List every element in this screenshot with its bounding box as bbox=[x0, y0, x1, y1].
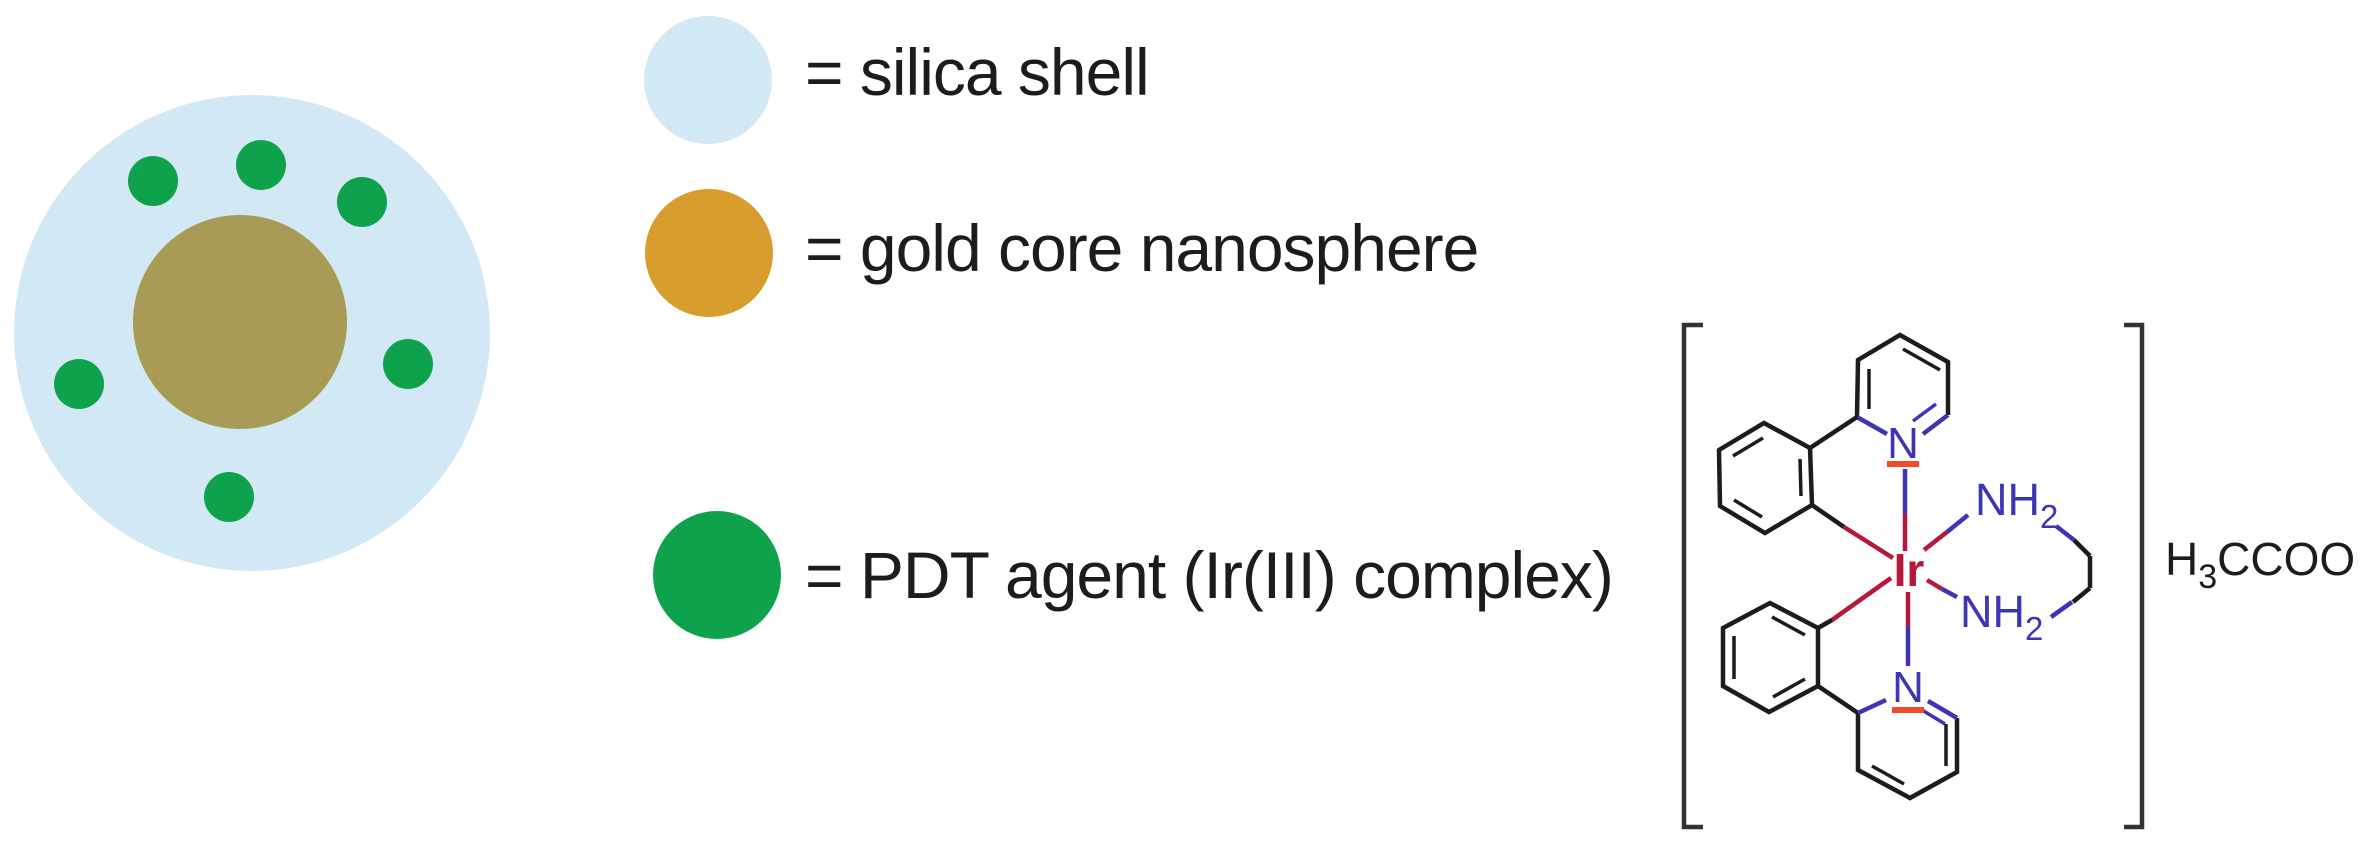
top-pyridine-ring bbox=[1854, 332, 1951, 436]
pdt-agent-dot bbox=[128, 156, 178, 206]
en-bridge bbox=[2049, 524, 2093, 619]
legend-label-silica: = silica shell bbox=[805, 35, 1150, 109]
nitrogen-label-top: N bbox=[1887, 419, 1919, 468]
left-bracket bbox=[1681, 322, 1703, 830]
legend-label-pdt: = PDT agent (Ir(III) complex) bbox=[805, 538, 1614, 612]
legend-swatch-gold bbox=[645, 189, 773, 317]
bottom-biaryl-bond bbox=[1816, 684, 1860, 715]
bottom-pyridine-ring bbox=[1855, 697, 1960, 801]
pdt-agent-dot bbox=[337, 177, 387, 227]
amine-label-bottom: NH2 bbox=[1960, 586, 2043, 647]
top-phenyl-ring bbox=[1716, 420, 1815, 536]
legend-swatch-pdt bbox=[653, 511, 781, 639]
ir-coordination-bonds bbox=[1810, 461, 1970, 713]
right-bracket bbox=[2124, 322, 2145, 830]
amine-label-top: NH2 bbox=[1975, 474, 2058, 535]
dative-bond-mark-top bbox=[1887, 461, 1919, 467]
legend-label-gold: = gold core nanosphere bbox=[805, 211, 1479, 285]
pdt-agent-dot bbox=[236, 140, 286, 190]
legend-swatch-silica bbox=[644, 16, 772, 144]
ir-complex-structure: N N Ir NH2 NH2 H3CCOO bbox=[1681, 322, 2355, 830]
nitrogen-label-bottom: N bbox=[1892, 663, 1924, 712]
gold-core-circle bbox=[133, 215, 347, 429]
iridium-label: Ir bbox=[1894, 544, 1925, 596]
top-biaryl-bond bbox=[1808, 415, 1859, 450]
bottom-phenyl-ring bbox=[1720, 600, 1821, 715]
pdt-agent-dot bbox=[54, 359, 104, 409]
pdt-agent-dot bbox=[383, 339, 433, 389]
counterion-label: H3CCOO bbox=[2165, 533, 2355, 596]
dative-bond-mark-bottom bbox=[1892, 707, 1924, 713]
pdt-agent-dot bbox=[204, 472, 254, 522]
